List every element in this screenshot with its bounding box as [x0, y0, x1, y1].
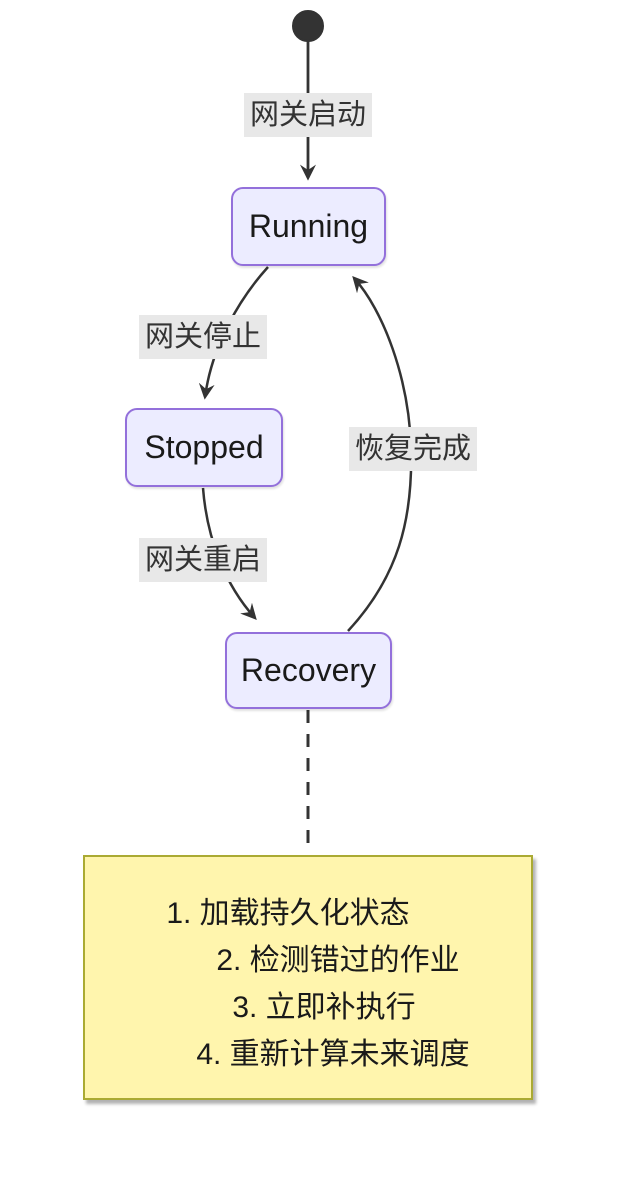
state-recovery: Recovery: [225, 632, 392, 709]
state-running: Running: [231, 187, 386, 266]
start-state-dot: [292, 10, 324, 42]
state-stopped-label: Stopped: [144, 429, 264, 465]
edge-label-gateway-stop: 网关停止: [138, 315, 268, 359]
note-line-3: 3. 立即补执行: [232, 991, 416, 1024]
edge-label-gateway-restart: 网关重启: [138, 538, 268, 582]
state-stopped: Stopped: [125, 408, 283, 487]
edge-label-gateway-start: 网关启动: [243, 93, 373, 137]
state-recovery-label: Recovery: [240, 652, 377, 688]
edge-label-recovery-done: 恢复完成: [348, 427, 478, 471]
note-recovery-steps: 1. 加载持久化状态 2. 检测错过的作业 3. 立即补执行 4. 重新计算未来…: [83, 855, 533, 1100]
note-line-2: 2. 检测错过的作业: [216, 944, 460, 977]
note-line-4: 4. 重新计算未来调度: [196, 1038, 470, 1071]
note-line-1: 1. 加载持久化状态: [166, 897, 410, 930]
state-running-label: Running: [248, 208, 369, 244]
